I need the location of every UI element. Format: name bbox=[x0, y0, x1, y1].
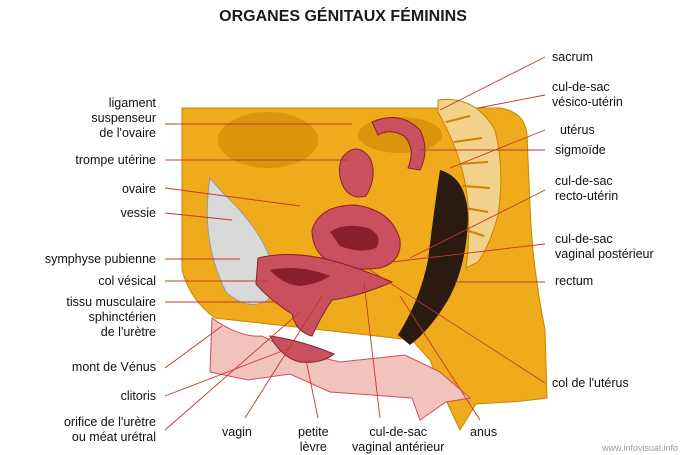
label-trompe-uterine: trompe utérine bbox=[75, 153, 156, 168]
label-sacrum: sacrum bbox=[552, 50, 593, 65]
label-symphyse-pubienne: symphyse pubienne bbox=[45, 252, 156, 267]
label-rectum: rectum bbox=[555, 274, 593, 289]
label-clitoris: clitoris bbox=[121, 389, 156, 404]
label-vagin: vagin bbox=[222, 425, 252, 440]
label-mont-de-venus: mont de Vénus bbox=[72, 360, 156, 375]
label-col-vesical: col vésical bbox=[98, 274, 156, 289]
label-sigmoide: sigmoïde bbox=[555, 143, 606, 158]
diagram-title: ORGANES GÉNITAUX FÉMININS bbox=[0, 8, 686, 26]
label-ovaire: ovaire bbox=[122, 182, 156, 197]
label-uterus: utérus bbox=[560, 123, 595, 138]
label-anus: anus bbox=[470, 425, 497, 440]
label-vessie: vessie bbox=[121, 206, 156, 221]
watermark: www.infovisual.info bbox=[602, 443, 678, 453]
label-col-uterus: col de l'utérus bbox=[552, 376, 629, 391]
